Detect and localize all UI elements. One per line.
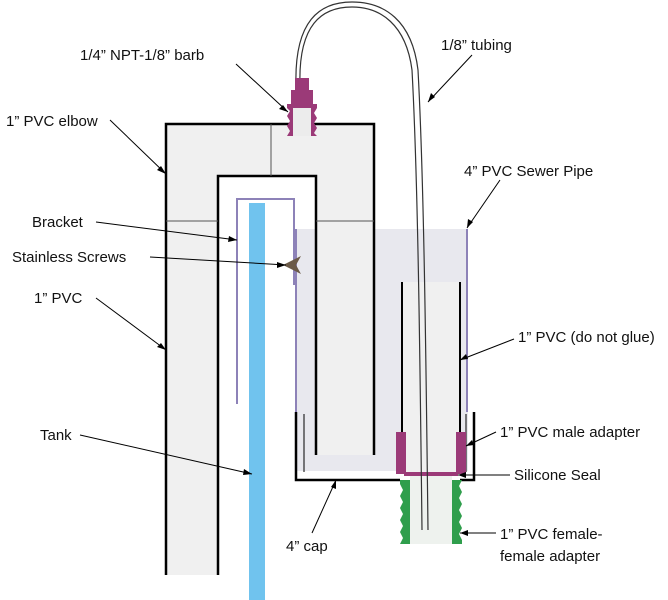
pvc-elbow-inner-outline [216, 174, 318, 575]
arrowhead-barb [279, 105, 288, 112]
silicone-seal [404, 472, 458, 476]
arrowhead-tank [243, 469, 252, 475]
bracket [236, 198, 295, 404]
arrowhead-pvc-left [157, 343, 166, 350]
leader-sewer-pipe [466, 179, 501, 229]
arrowhead-cap [331, 480, 336, 489]
leader-pvc-no-glue [459, 338, 515, 361]
female-adapter-body [410, 474, 452, 544]
arrowhead-screws [277, 262, 286, 268]
arrowhead-tubing [428, 93, 435, 102]
arrowhead-bracket [228, 236, 237, 242]
leader-barb [235, 63, 289, 113]
label-bracket: Bracket [32, 214, 84, 231]
arrowhead-sewer-pipe [467, 219, 473, 228]
arrowhead-male-adapter [466, 440, 474, 446]
label-female-line2: female adapter [500, 548, 600, 565]
label-silicone: Silicone Seal [514, 467, 601, 484]
inner-pvc-pipe [402, 282, 460, 472]
barb-fitting [287, 78, 317, 136]
label-screws: Stainless Screws [12, 249, 126, 266]
tank [249, 203, 265, 600]
label-barb: 1/4” NPT-1/8” barb [80, 47, 204, 64]
arrowhead-elbow [157, 166, 166, 174]
label-tank: Tank [40, 427, 72, 444]
arrowhead-pvc-no-glue [460, 354, 468, 360]
tubing-outer [295, 1, 429, 531]
arrowheads [157, 93, 474, 536]
leader-lines [79, 54, 515, 534]
cap [294, 412, 476, 482]
leader-bracket [95, 221, 238, 241]
leader-tank [79, 434, 253, 475]
male-adapter-left [396, 432, 406, 474]
leader-elbow [109, 119, 167, 175]
label-elbow: 1” PVC elbow [6, 113, 98, 130]
tubing-inner [299, 6, 423, 531]
female-adapter-right-threads [452, 480, 462, 544]
pvc-elbow-body [166, 124, 374, 575]
leader-pvc-left [95, 297, 167, 351]
leader-tubing [427, 54, 473, 103]
label-sewer-pipe: 4” PVC Sewer Pipe [464, 163, 593, 180]
stainless-screw [283, 256, 301, 274]
label-cap: 4” cap [286, 538, 328, 555]
arrowhead-female-adapter [460, 530, 468, 536]
label-pvc-left: 1” PVC [34, 290, 83, 307]
leader-cap [311, 479, 337, 534]
label-male-adapter: 1” PVC male adapter [500, 424, 640, 441]
label-pvc-no-glue: 1” PVC (do not glue) [518, 329, 655, 346]
label-tubing: 1/8” tubing [441, 37, 512, 54]
leader-screws [149, 256, 287, 266]
arrowhead-silicone [458, 472, 466, 478]
male-adapter-right [456, 432, 466, 474]
female-adapter-left-threads [400, 480, 410, 544]
label-female-line1: 1” PVC female- [500, 526, 603, 543]
